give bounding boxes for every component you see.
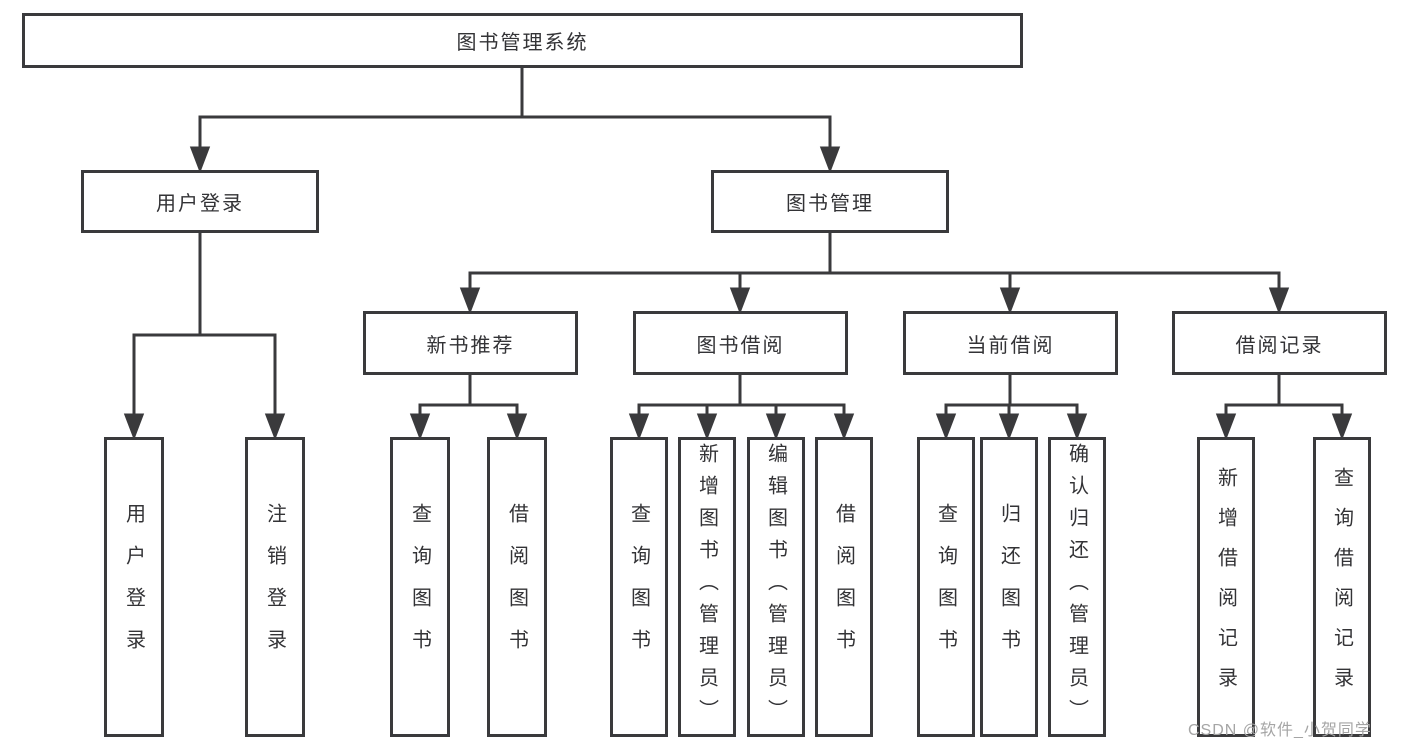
leaf-user-login: 用户登录 xyxy=(104,437,164,737)
csdn-watermark: CSDN @软件_小贺同学 xyxy=(1188,722,1372,739)
leaf-add-books-admin: 新增图书（管理员） xyxy=(678,437,736,737)
leaf-confirm-return-admin: 确认归还（管理员） xyxy=(1048,437,1106,737)
leaf-query-books-recommend: 查询图书 xyxy=(390,437,450,737)
node-user-login: 用户登录 xyxy=(81,170,319,233)
node-current-borrowing: 当前借阅 xyxy=(903,311,1118,375)
node-book-borrowing: 图书借阅 xyxy=(633,311,848,375)
leaf-borrow-books: 借阅图书 xyxy=(815,437,873,737)
leaf-edit-books-admin: 编辑图书（管理员） xyxy=(747,437,805,737)
leaf-logout: 注销登录 xyxy=(245,437,305,737)
node-library-management-system: 图书管理系统 xyxy=(22,13,1023,68)
leaf-query-books-current: 查询图书 xyxy=(917,437,975,737)
leaf-borrow-books-recommend: 借阅图书 xyxy=(487,437,547,737)
leaf-query-books-borrowing: 查询图书 xyxy=(610,437,668,737)
node-new-book-recommend: 新书推荐 xyxy=(363,311,578,375)
leaf-query-borrow-record: 查询借阅记录 xyxy=(1313,437,1371,737)
node-book-management: 图书管理 xyxy=(711,170,949,233)
leaf-return-books: 归还图书 xyxy=(980,437,1038,737)
leaf-add-borrow-record: 新增借阅记录 xyxy=(1197,437,1255,737)
node-borrowing-records: 借阅记录 xyxy=(1172,311,1387,375)
